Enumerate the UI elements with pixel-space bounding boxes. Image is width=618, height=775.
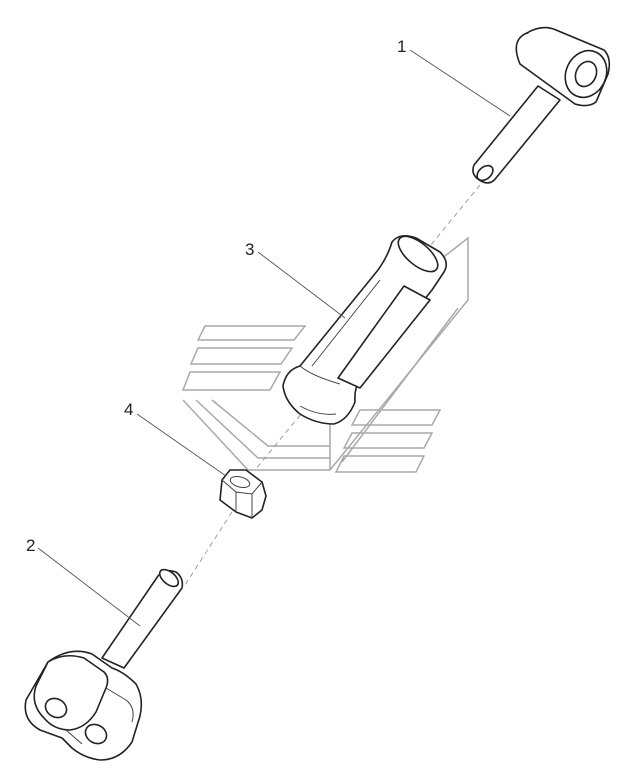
assembly-axis: [184, 184, 481, 586]
callout-label-1: 1: [397, 37, 406, 56]
part-3-clevis: [282, 234, 448, 425]
part-4-hex-nut: [219, 469, 267, 519]
callout-label-3: 3: [245, 240, 254, 259]
part-2-rod-end-fork: [24, 568, 184, 761]
leader-line-2: [37, 547, 141, 627]
leader-line-1: [409, 49, 511, 117]
leader-lines: [37, 49, 511, 627]
callout-label-4: 4: [124, 400, 133, 419]
callout-label-2: 2: [26, 536, 35, 555]
watermark-logo: [181, 236, 469, 473]
leader-line-4: [136, 413, 227, 477]
part-1-rod-end-eye: [472, 26, 611, 184]
leader-line-3: [257, 251, 346, 319]
